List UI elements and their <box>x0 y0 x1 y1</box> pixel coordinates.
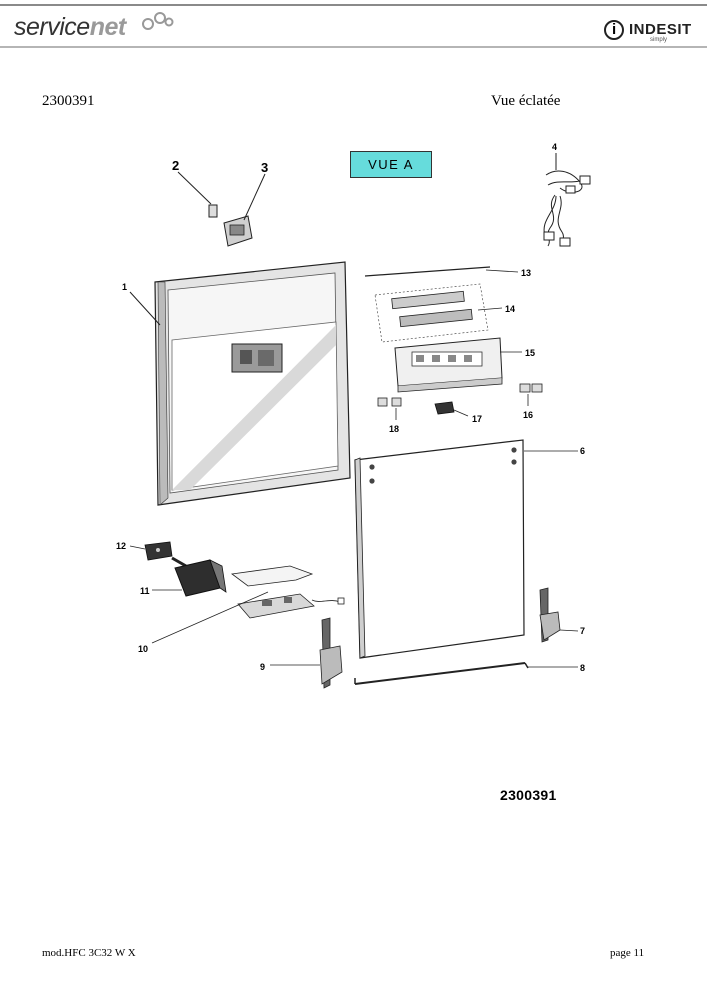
part-18-drawing <box>377 397 402 420</box>
part-label-11: 11 <box>140 586 150 596</box>
header-bottom-rule <box>0 46 707 48</box>
indesit-tagline: simply <box>650 37 668 43</box>
part-label-9: 9 <box>260 662 265 672</box>
header-top-rule <box>0 4 707 6</box>
part-3-drawing <box>223 173 266 247</box>
part-label-13: 13 <box>521 268 531 278</box>
part-6-drawing <box>354 439 578 659</box>
part-label-7: 7 <box>580 626 585 636</box>
part-10-drawing <box>151 565 345 644</box>
drawing-code: 2300391 <box>500 787 557 803</box>
part-label-2: 2 <box>172 158 179 173</box>
part-label-8: 8 <box>580 663 585 673</box>
part-label-12: 12 <box>116 541 126 551</box>
part-label-18: 18 <box>389 424 399 434</box>
part-12-drawing <box>129 541 187 568</box>
part-2-drawing <box>177 171 218 218</box>
part-13-drawing <box>364 266 519 277</box>
part-label-10: 10 <box>138 644 148 654</box>
header-bar: servicenet i INDESIT simply <box>0 0 707 50</box>
part-11-drawing <box>152 559 227 597</box>
gears-icon <box>142 12 174 30</box>
view-a-label: VUE A <box>350 151 432 178</box>
indesit-brand-text: INDESIT <box>629 21 692 38</box>
indesit-logo: i INDESIT simply <box>604 20 699 44</box>
indesit-i-icon: i <box>604 20 624 40</box>
part-16-drawing <box>519 383 543 406</box>
part-1-drawing <box>129 261 351 506</box>
footer-model: mod.HFC 3C32 W X <box>42 947 136 959</box>
part-9-drawing <box>270 617 343 689</box>
part-8-drawing <box>354 662 578 685</box>
part-label-17: 17 <box>472 414 482 424</box>
part-label-3: 3 <box>261 160 268 175</box>
part-4-drawing <box>543 153 591 247</box>
part-label-14: 14 <box>505 304 515 314</box>
part-label-1: 1 <box>122 282 127 292</box>
part-label-16: 16 <box>523 410 533 420</box>
part-17-drawing <box>434 401 469 417</box>
part-7-drawing <box>539 587 579 643</box>
document-code: 2300391 <box>42 93 95 109</box>
servicenet-logo: servicenet <box>14 13 126 42</box>
logo-service-text: service <box>14 13 90 41</box>
footer-page-number: page 11 <box>610 947 645 959</box>
part-label-15: 15 <box>525 348 535 358</box>
part-14-drawing <box>374 283 503 343</box>
logo-net-text: net <box>89 13 127 41</box>
view-title: Vue éclatée <box>491 93 561 109</box>
part-label-4: 4 <box>552 142 557 152</box>
part-label-6: 6 <box>580 446 585 456</box>
part-15-drawing <box>394 337 522 393</box>
